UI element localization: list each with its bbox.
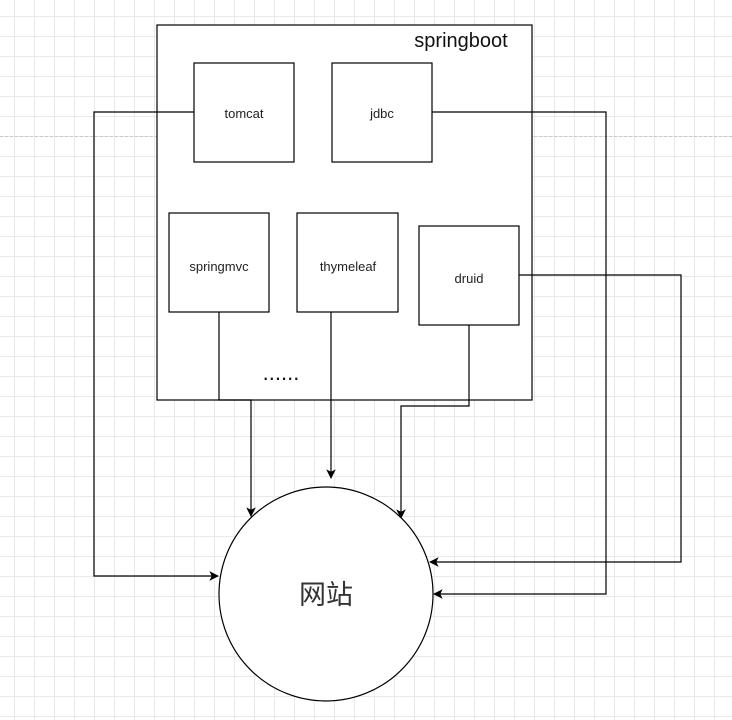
jdbc-connector <box>432 111 607 599</box>
druid-label: druid <box>455 271 484 286</box>
druid-box[interactable]: druid <box>418 225 520 326</box>
druid-side-connector <box>429 274 682 567</box>
tomcat-box[interactable]: tomcat <box>193 62 295 163</box>
springmvc-label: springmvc <box>189 259 249 274</box>
springmvc-connector <box>218 312 256 517</box>
tomcat-label: tomcat <box>224 106 263 121</box>
thymeleaf-label: thymeleaf <box>320 259 377 274</box>
springboot-label: springboot <box>414 30 508 52</box>
druid-down-connector <box>396 325 470 519</box>
website-node[interactable]: 网站 <box>218 486 434 702</box>
springmvc-box[interactable]: springmvc <box>168 212 270 313</box>
website-label: 网站 <box>299 580 353 611</box>
jdbc-box[interactable]: jdbc <box>331 62 433 163</box>
jdbc-label: jdbc <box>369 106 394 121</box>
tomcat-connector <box>93 111 219 581</box>
thymeleaf-box[interactable]: thymeleaf <box>296 212 399 313</box>
ellipsis-label: ...... <box>263 360 300 385</box>
